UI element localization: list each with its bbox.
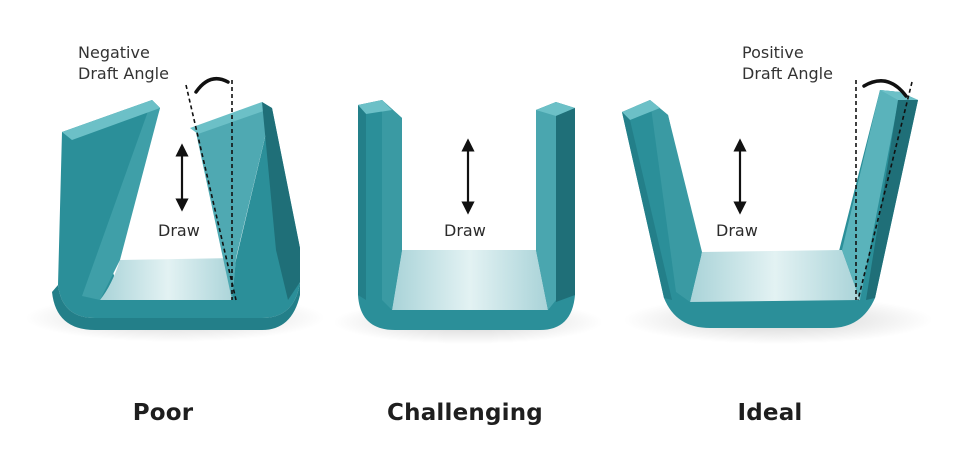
negative-draft-label: Negative Draft Angle <box>78 42 169 84</box>
challenging-right-outer-face <box>556 108 575 302</box>
positive-draft-label-line1: Positive <box>742 43 804 62</box>
poor-draft-line-tilted <box>185 84 237 301</box>
poor-left-rim <box>62 100 160 140</box>
poor-part <box>25 100 325 342</box>
challenging-right-rim <box>536 102 575 116</box>
poor-right-rim <box>190 102 272 134</box>
positive-draft-label-line2: Draft Angle <box>742 64 833 83</box>
ideal-caption: Ideal <box>737 400 803 426</box>
poor-inner-floor <box>100 258 236 300</box>
ideal-draw-label: Draw <box>716 221 758 240</box>
challenging-left-outer-face <box>358 105 366 300</box>
challenging-draw-label: Draw <box>444 221 486 240</box>
poor-draw-label: Draw <box>158 221 200 240</box>
challenging-caption: Challenging <box>387 400 543 426</box>
negative-draft-label-line1: Negative <box>78 43 150 62</box>
positive-draft-label: Positive Draft Angle <box>742 42 833 84</box>
ideal-inner-floor <box>690 250 860 302</box>
poor-right-outer-face <box>262 102 300 300</box>
ideal-part <box>622 90 933 344</box>
challenging-left-rim <box>358 100 392 114</box>
poor-right-inner-face <box>195 108 272 300</box>
ideal-right-outer-face <box>866 100 918 300</box>
challenging-right-inner-face <box>536 102 556 310</box>
challenging-left-inner-face <box>382 100 402 310</box>
ideal-right-inner-face <box>842 90 900 300</box>
challenging-part <box>333 100 603 344</box>
poor-left-inner-face <box>82 100 160 300</box>
challenging-inner-floor <box>392 250 548 310</box>
ideal-left-outer-face <box>622 112 672 300</box>
ideal-draft-line-tilted <box>857 81 913 301</box>
negative-draft-label-line2: Draft Angle <box>78 64 169 83</box>
ideal-left-rim <box>622 100 660 120</box>
poor-front-edge <box>52 282 300 330</box>
poor-caption: Poor <box>132 400 194 426</box>
poor-u-shell <box>58 100 300 318</box>
ideal-angle-arc <box>862 79 908 98</box>
poor-angle-arc <box>194 76 230 94</box>
ideal-left-inner-face <box>650 100 702 302</box>
